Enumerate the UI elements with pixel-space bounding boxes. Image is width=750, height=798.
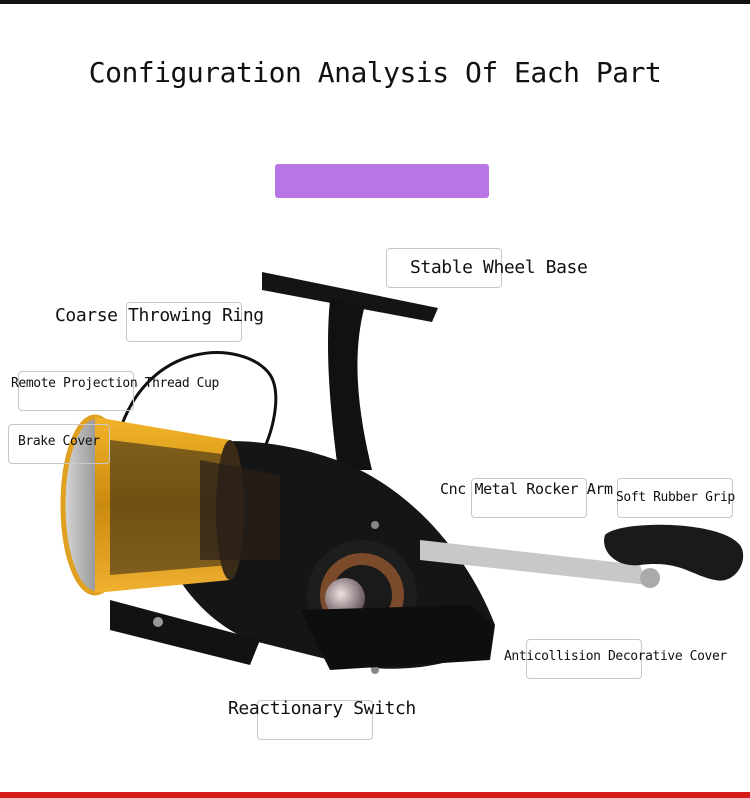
cnc-metal-rocker-arm-label: Cnc Metal Rocker Arm	[440, 480, 613, 498]
page-title: Configuration Analysis Of Each Part	[0, 56, 750, 89]
anticollision-decorative-cover-label: Anticollision Decorative Cover	[504, 649, 727, 664]
accent-bar	[275, 164, 489, 198]
stable-wheel-base-label: Stable Wheel Base	[410, 257, 587, 278]
remote-projection-thread-cup-label: Remote Projection Thread Cup	[11, 376, 219, 391]
bottom-border	[0, 792, 750, 798]
soft-rubber-grip-label: Soft Rubber Grip	[616, 490, 735, 505]
brake-cover-label: Brake Cover	[18, 434, 100, 449]
reactionary-switch-label: Reactionary Switch	[228, 698, 416, 719]
top-border	[0, 0, 750, 4]
coarse-throwing-ring-label: Coarse Throwing Ring	[55, 305, 264, 326]
